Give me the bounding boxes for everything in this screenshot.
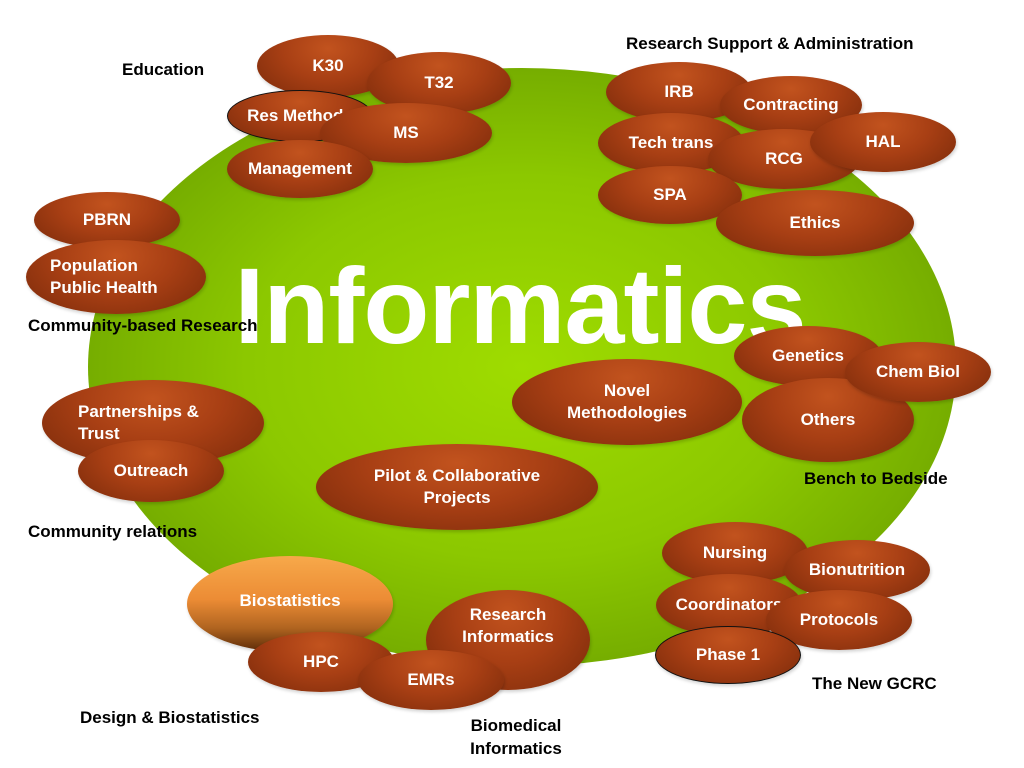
node-ms: MS xyxy=(320,103,492,163)
node-pilot-collaborative-projects: Pilot & Collaborative Projects xyxy=(316,444,598,530)
group-label-design-biostatistics: Design & Biostatistics xyxy=(80,708,260,727)
group-label-new-gcrc: The New GCRC xyxy=(812,674,937,693)
node-nursing: Nursing xyxy=(662,522,808,584)
node-novel-methodologies: Novel Methodologies xyxy=(512,359,742,445)
node-phase1: Phase 1 xyxy=(655,626,801,684)
node-population-public-health: Population Public Health xyxy=(26,240,206,314)
node-hal: HAL xyxy=(810,112,956,172)
diagram-title: Informatics xyxy=(234,245,806,366)
node-chem-biol: Chem Biol xyxy=(845,342,991,402)
group-label-community-research: Community-based Research xyxy=(28,316,258,335)
group-label-biomedical-informatics: Biomedical Informatics xyxy=(470,716,562,758)
group-label-bench-to-bedside: Bench to Bedside xyxy=(804,469,948,488)
node-emrs: EMRs xyxy=(358,650,504,710)
node-management: Management xyxy=(227,140,373,198)
group-label-research-support: Research Support & Administration xyxy=(626,34,914,53)
node-pbrn: PBRN xyxy=(34,192,180,248)
group-label-community-relations: Community relations xyxy=(28,522,198,541)
group-label-education: Education xyxy=(122,60,205,79)
node-ethics: Ethics xyxy=(716,190,914,256)
node-outreach: Outreach xyxy=(78,440,224,502)
